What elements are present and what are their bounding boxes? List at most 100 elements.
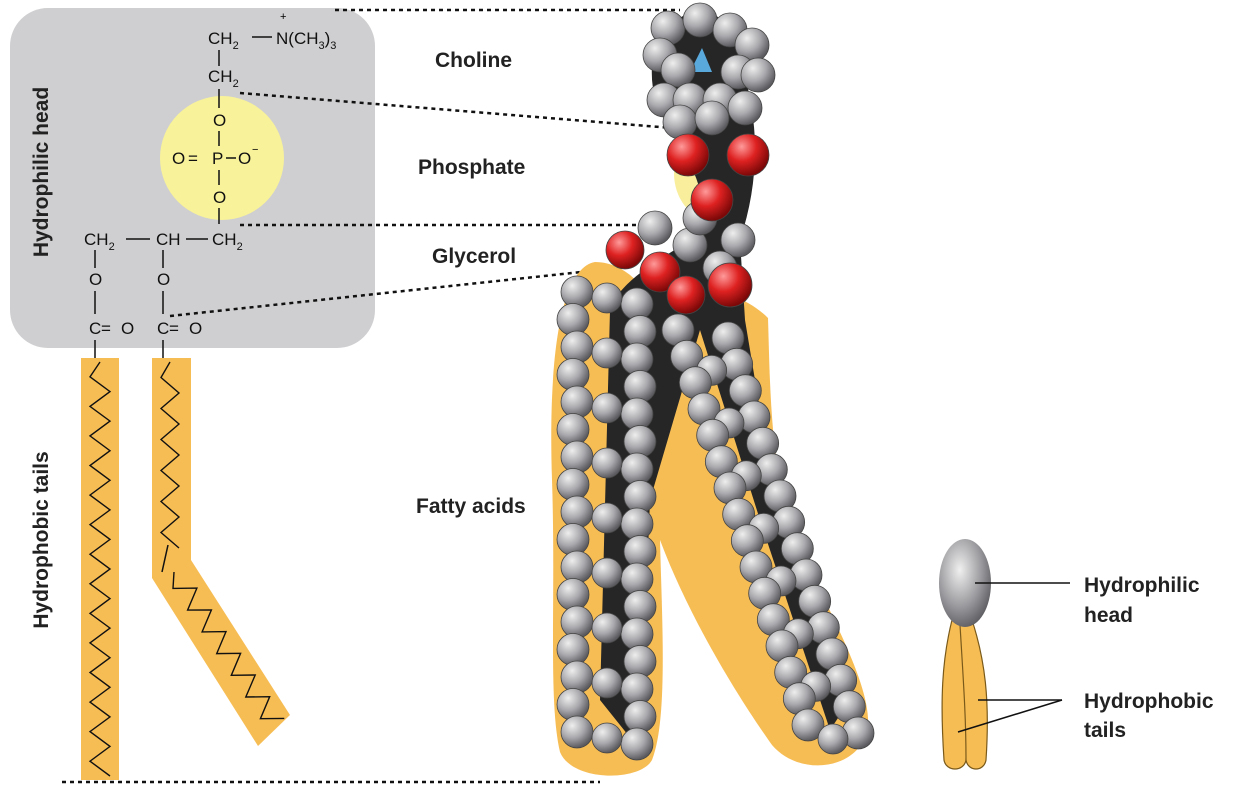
- trimethylammonium: N(CH3)3: [276, 29, 336, 52]
- structural-formula: CH2 + N(CH3)3 CH2 O O = P O − O CH2 CH C…: [10, 8, 375, 780]
- phosphate-oxygen-double: O: [172, 149, 185, 168]
- oxygen-atom: [726, 133, 770, 177]
- hydrogen-atom: [556, 303, 590, 336]
- choline-label: Choline: [435, 49, 512, 72]
- hydrogen-atom: [620, 617, 654, 651]
- hydrogen-atom: [662, 104, 698, 140]
- key-tail-right: [959, 619, 988, 770]
- key-head-label-line2: head: [1084, 604, 1133, 627]
- key-head-label-line1: Hydrophilic: [1084, 574, 1200, 597]
- key-tails-label-line1: Hydrophobic: [1084, 690, 1214, 713]
- hydrogen-atom: [720, 222, 756, 258]
- carbonyl-c-right: C: [157, 319, 169, 338]
- hydrogen-atom: [591, 667, 623, 699]
- hydrogen-atom: [623, 590, 657, 623]
- hydrogen-atom: [560, 495, 594, 529]
- hydrogen-atom: [556, 523, 590, 556]
- hydrophobic-tails-vertical-label: Hydrophobic tails: [30, 451, 53, 628]
- carbonyl-o-left: O: [121, 319, 134, 338]
- simplified-key: Hydrophilic head Hydrophobic tails: [939, 539, 1214, 770]
- hydrogen-atom: [591, 392, 623, 424]
- hydrogen-atom: [620, 507, 654, 541]
- oxygen-atom: [666, 133, 710, 177]
- hydrogen-atom: [556, 688, 590, 721]
- hydrogen-atom: [591, 337, 623, 369]
- carbonyl-o-right: O: [189, 319, 202, 338]
- hydrogen-atom: [623, 480, 657, 513]
- hydrogen-atom: [560, 385, 594, 419]
- hydrogen-atom: [623, 535, 657, 568]
- carbon-backbone: [600, 10, 850, 750]
- hydrogen-atom: [591, 447, 623, 479]
- hydrogen-atom: [556, 468, 590, 501]
- nitrogen-atom: [690, 48, 712, 72]
- oxygen-atoms: [605, 133, 770, 315]
- hydrogen-atom: [556, 633, 590, 666]
- ester-oxygen-right: O: [157, 270, 170, 289]
- hydrogen-atom: [660, 52, 696, 88]
- hydrogen-atom: [620, 397, 654, 431]
- phosphorus: P: [212, 149, 223, 168]
- space-filling-model: [551, 2, 875, 776]
- saturated-chain: [88, 361, 112, 777]
- hydrogen-atom: [560, 660, 594, 694]
- carbonyl-eq-left: =: [101, 319, 111, 338]
- hydrogen-atom: [560, 440, 594, 474]
- choline-ch2-lower: CH2: [208, 67, 239, 90]
- key-head: [939, 539, 991, 627]
- hydrogen-atom: [740, 57, 776, 93]
- phosphate-double-bond: =: [188, 149, 198, 168]
- oxygen-atom: [690, 178, 734, 222]
- glycerol-ch2-right: CH2: [212, 230, 243, 253]
- ester-oxygen-left: O: [89, 270, 102, 289]
- oxygen-atom: [639, 251, 681, 293]
- hydrogen-atom: [556, 413, 590, 446]
- hydrogen-atom: [623, 700, 657, 733]
- hydrogen-atom: [560, 330, 594, 364]
- hydrogen-atom: [620, 672, 654, 706]
- phosphate-minus-charge: −: [252, 144, 258, 156]
- hydrogen-atom: [682, 2, 718, 38]
- glycerol-label: Glycerol: [432, 245, 516, 268]
- hydrogen-atom: [620, 727, 654, 761]
- hydrogen-atom: [694, 100, 730, 136]
- glycerol-ch2-left: CH2: [84, 230, 115, 253]
- hydrogen-atom: [591, 557, 623, 589]
- unsaturated-chain: [159, 361, 285, 720]
- hydrogen-atom: [591, 502, 623, 534]
- key-tails-label-line2: tails: [1084, 719, 1126, 742]
- hydrogen-atom: [623, 370, 657, 403]
- phosphate-oxygen-top: O: [213, 111, 226, 130]
- guide-lines: [62, 8, 680, 784]
- phosphate-oxygen-anion: O: [238, 149, 251, 168]
- glycerol-ch: CH: [156, 230, 181, 249]
- hydrogen-atom: [637, 210, 673, 246]
- hydrogen-atom: [556, 578, 590, 611]
- nitrogen-plus-charge: +: [280, 11, 286, 23]
- hydrogen-atom: [560, 550, 594, 584]
- hydrogen-atom: [620, 287, 654, 321]
- hydrogen-atom: [727, 90, 763, 126]
- oxygen-atom: [666, 275, 706, 315]
- hydrogen-atom: [791, 708, 825, 742]
- hydrogen-atom: [560, 715, 594, 749]
- hydrogen-atom: [560, 275, 594, 309]
- carbonyl-c-left: C: [89, 319, 101, 338]
- hydrogen-atom: [623, 425, 657, 458]
- hydrophilic-head-vertical-label: Hydrophilic head: [30, 87, 53, 257]
- hydrogen-atoms: [556, 2, 875, 761]
- hydrogen-atom: [620, 342, 654, 376]
- hydrogen-atom: [817, 723, 849, 755]
- saturated-tail: [81, 358, 119, 780]
- hydrogen-atom: [623, 645, 657, 678]
- hydrogen-atom: [620, 562, 654, 596]
- phosphate-group-circle: [160, 96, 284, 220]
- oxygen-atom: [605, 230, 645, 270]
- hydrogen-atom: [591, 282, 623, 314]
- fatty-acids-label: Fatty acids: [416, 495, 526, 518]
- cis-double-bond: [161, 544, 169, 573]
- choline-ch2: CH2: [208, 29, 239, 52]
- hydrogen-atom: [556, 358, 590, 391]
- phosphate-label: Phosphate: [418, 156, 525, 179]
